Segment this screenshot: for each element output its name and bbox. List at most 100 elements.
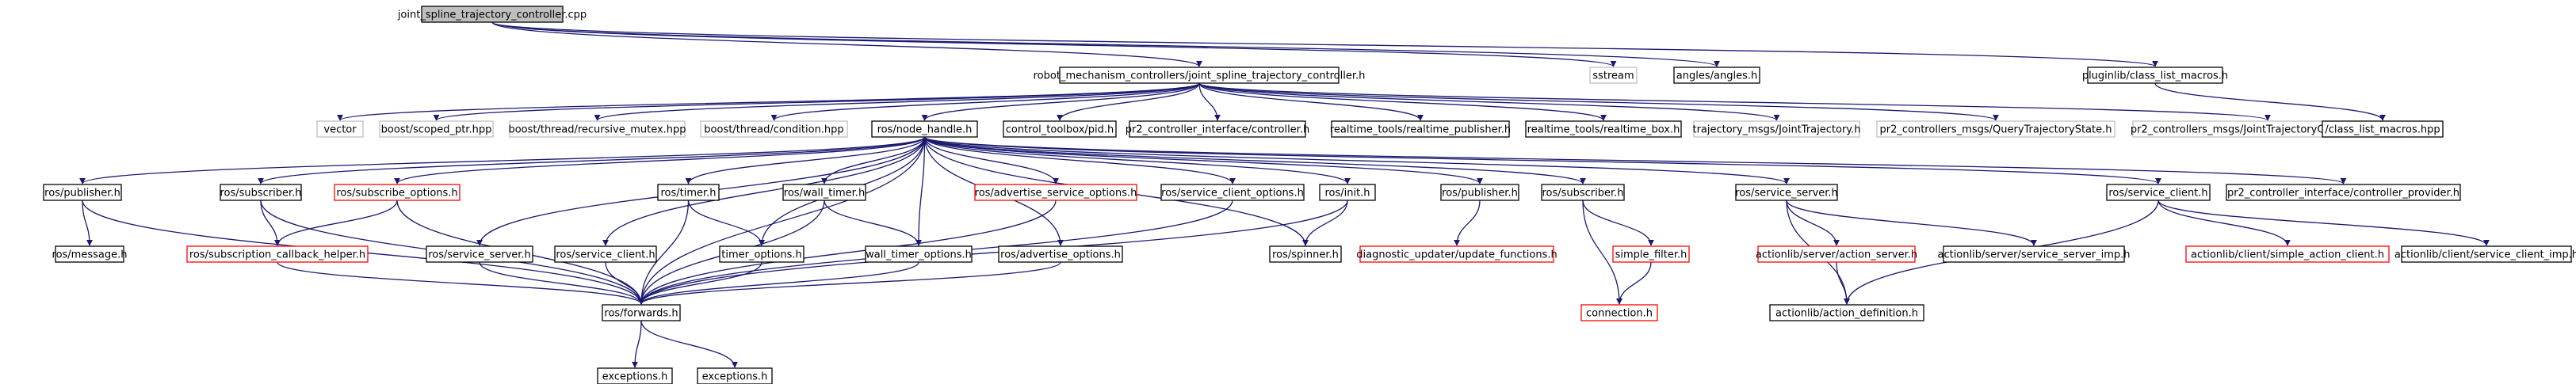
node-box (2106, 184, 2211, 201)
node-jstch[interactable]: robot_mechanism_controllers/joint_spline… (1034, 67, 1366, 84)
edge-root-to-jstch (491, 21, 1202, 67)
node-init[interactable]: ros/init.h (1319, 184, 1376, 201)
node-service-client-b[interactable]: ros/service_client.h (2106, 184, 2211, 201)
node-label: wall_timer_options.h (866, 249, 972, 261)
node-label: realtime_tools/realtime_box.h (1527, 124, 1680, 136)
edge-root-to-pluginlib (491, 21, 2158, 67)
node-condition: boost/thread/condition.hpp (700, 120, 848, 138)
node-label: actionlib/server/service_server_imp.h (1937, 249, 2130, 261)
node-label: ros/spinner.h (1272, 249, 1339, 261)
node-box (1673, 67, 1760, 84)
node-action-def[interactable]: actionlib/action_definition.h (1769, 304, 1924, 321)
node-label: pr2_controllers_msgs/QueryTrajectoryStat… (1880, 124, 2112, 136)
node-box (220, 184, 302, 201)
node-box (1589, 67, 1638, 84)
node-box (1359, 245, 1554, 263)
node-publisher-a[interactable]: ros/publisher.h (43, 184, 122, 201)
node-box (782, 184, 866, 201)
node-angles[interactable]: angles/angles.h (1673, 67, 1760, 84)
node-rec-mutex: boost/thread/recursive_mutex.hpp (508, 120, 686, 138)
node-wall-timer-opts[interactable]: wall_timer_options.h (865, 245, 973, 263)
node-label: ros/subscribe_options.h (336, 188, 457, 200)
edge-node-handle-to-wall-timer (821, 136, 926, 184)
node-box (1943, 245, 2125, 263)
node-label: ros/publisher.h (44, 188, 120, 200)
node-pluginlib[interactable]: pluginlib/class_list_macros.h (2082, 67, 2228, 84)
node-exceptions-a[interactable]: exceptions.h (597, 367, 673, 384)
node-connection[interactable]: connection.h (1580, 304, 1658, 321)
node-wall-timer[interactable]: ros/wall_timer.h (782, 184, 866, 201)
node-service-client-imp[interactable]: actionlib/client/service_client_imp.h (2394, 245, 2576, 263)
node-root[interactable]: joint_spline_trajectory_controller.cpp (397, 6, 587, 23)
node-simple-action-client[interactable]: actionlib/client/simple_action_client.h (2185, 245, 2390, 263)
node-adv-srv-opts[interactable]: ros/advertise_service_options.h (974, 184, 1137, 201)
node-label: boost/thread/condition.hpp (704, 124, 843, 136)
node-subscriber-b[interactable]: ros/subscriber.h (1541, 184, 1625, 201)
node-controller-provider[interactable]: pr2_controller_interface/controller_prov… (2226, 184, 2461, 201)
node-sub-cb-helper[interactable]: ros/subscription_callback_helper.h (186, 245, 369, 263)
node-simple-filter[interactable]: simple_filter.h (1612, 245, 1690, 263)
node-diag-update[interactable]: diagnostic_updater/update_functions.h (1356, 245, 1557, 263)
edge-node-handle-to-controller-provider (923, 136, 2347, 184)
node-pr2-controller[interactable]: pr2_controller_interface/controller.h (1126, 120, 1309, 138)
node-action-server[interactable]: actionlib/server/action_server.h (1756, 245, 1917, 263)
node-subscribe-opts[interactable]: ros/subscribe_options.h (334, 184, 461, 201)
edge-jstch-to-joint-traj (1198, 82, 1780, 121)
node-service-server-a[interactable]: ros/service_server.h (426, 245, 533, 263)
node-box (657, 184, 720, 201)
edge-timer-opts-to-forwards (638, 261, 762, 305)
node-box (43, 184, 122, 201)
node-box (379, 120, 494, 138)
edge-jstch-to-pr2-controller (1198, 82, 1221, 121)
node-label: boost/thread/recursive_mutex.hpp (508, 124, 686, 136)
node-service-client-a[interactable]: ros/service_client.h (554, 245, 657, 263)
node-pid[interactable]: control_toolbox/pid.h (1003, 120, 1117, 138)
node-service-server-b[interactable]: ros/service_server.h (1735, 184, 1838, 201)
edge-node-handle-to-init (923, 136, 1351, 184)
node-exceptions-b[interactable]: exceptions.h (697, 367, 773, 384)
node-label: ros/publisher.h (1442, 188, 1518, 200)
edge-wall-timer-to-wall-timer-opts (824, 200, 922, 246)
edge-jstch-to-rt-publisher (1198, 82, 1424, 121)
node-label: ros/subscriber.h (220, 188, 301, 200)
node-srv-client-opts[interactable]: ros/service_client_options.h (1160, 184, 1305, 201)
node-label: ros/service_client.h (2108, 188, 2207, 200)
edge-node-handle-to-forwards (638, 136, 926, 305)
node-label: angles/angles.h (1676, 70, 1757, 82)
edge-timer-to-forwards (638, 200, 690, 305)
edge-sub-cb-helper-to-forwards (277, 261, 644, 305)
node-node-handle[interactable]: ros/node_handle.h (871, 120, 978, 138)
node-label: ros/node_handle.h (877, 124, 973, 136)
node-class-list-hpp[interactable]: /class_list_macros.hpp (2322, 120, 2444, 138)
edge-jstch-to-rec-mutex (594, 82, 1200, 121)
node-adv-opts[interactable]: ros/advertise_options.h (998, 245, 1123, 263)
node-forwards[interactable]: ros/forwards.h (602, 304, 681, 321)
edge-node-handle-to-timer (685, 136, 926, 184)
edge-adv-opts-to-forwards (638, 261, 1061, 305)
node-spinner[interactable]: ros/spinner.h (1269, 245, 1342, 263)
node-box (865, 245, 973, 263)
node-vector: vector (316, 120, 364, 138)
node-query-state: pr2_controllers_msgs/QueryTrajectoryStat… (1876, 120, 2115, 138)
node-timer-opts[interactable]: timer_options.h (719, 245, 805, 263)
node-rt-box[interactable]: realtime_tools/realtime_box.h (1525, 120, 1682, 138)
node-service-server-imp[interactable]: actionlib/server/service_server_imp.h (1937, 245, 2131, 263)
node-timer[interactable]: ros/timer.h (657, 184, 720, 201)
node-label: exceptions.h (602, 371, 668, 383)
node-label: ros/service_client.h (556, 249, 655, 261)
node-subscriber-a[interactable]: ros/subscriber.h (220, 184, 302, 201)
edge-wall-timer-opts-to-forwards (638, 261, 919, 305)
node-publisher-b[interactable]: ros/publisher.h (1440, 184, 1519, 201)
node-label: vector (323, 124, 357, 136)
node-label: actionlib/action_definition.h (1775, 308, 1918, 320)
node-label: /class_list_macros.hpp (2325, 124, 2440, 136)
node-label: boost/scoped_ptr.hpp (381, 124, 492, 136)
node-message[interactable]: ros/message.h (52, 245, 128, 263)
node-rt-publisher[interactable]: realtime_tools/realtime_publisher.h (1330, 120, 1511, 138)
node-box (1003, 120, 1117, 138)
edge-jstch-to-node-handle (921, 82, 1200, 121)
edge-service-server-b-to-action-server (1786, 200, 1840, 246)
node-label: actionlib/client/service_client_imp.h (2394, 249, 2576, 261)
node-sstream: sstream (1589, 67, 1638, 84)
edge-node-handle-to-service-client-b (923, 136, 2161, 184)
